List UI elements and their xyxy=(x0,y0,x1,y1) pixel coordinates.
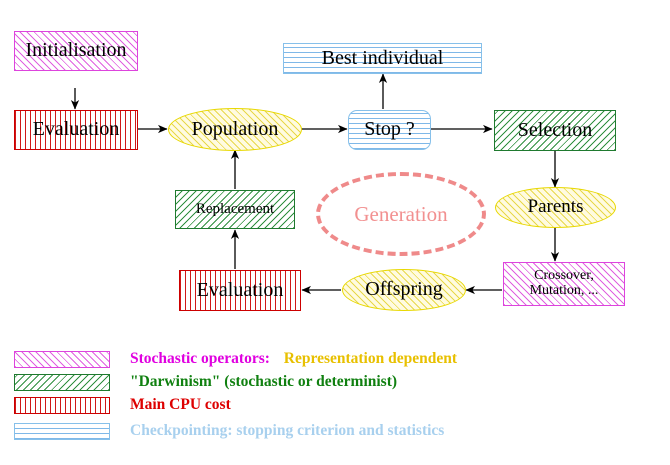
node-evaluation-top[interactable]: Evaluation xyxy=(14,110,138,150)
legend-row-checkpointing: Checkpointing: stopping criterion and st… xyxy=(14,422,444,440)
legend-row-main-cpu-cost: Main CPU cost xyxy=(14,396,231,414)
node-crossover-mutation[interactable]: Crossover, Mutation, ... xyxy=(503,262,625,306)
node-evaluation-top-label: Evaluation xyxy=(32,118,120,141)
node-selection[interactable]: Selection xyxy=(494,110,616,151)
legend-swatch-magenta-diagonal-hatch xyxy=(14,350,110,368)
legend-label-darwinism: "Darwinism" (stochastic or determinist) xyxy=(130,373,398,390)
node-population[interactable]: Population xyxy=(168,108,302,151)
node-initialisation-label: Initialisation xyxy=(25,39,127,62)
legend-swatch-red-vertical-hatch xyxy=(14,396,110,414)
node-evaluation-bottom-label: Evaluation xyxy=(196,278,284,301)
legend-label-stochastic-operators: Stochastic operators: xyxy=(130,350,270,367)
legend-label-main-cpu-cost: Main CPU cost xyxy=(130,396,231,413)
node-population-label: Population xyxy=(191,117,279,140)
legend-row-stochastic-operators: Stochastic operators: Representation dep… xyxy=(14,350,457,368)
node-selection-label: Selection xyxy=(517,118,593,141)
node-parents[interactable]: Parents xyxy=(495,187,616,228)
legend-swatch-green-diagonal-hatch xyxy=(14,373,110,391)
node-parents-label: Parents xyxy=(527,196,584,218)
node-evaluation-bottom[interactable]: Evaluation xyxy=(179,270,301,311)
node-offspring-label: Offspring xyxy=(365,278,443,301)
node-replacement[interactable]: Replacement xyxy=(175,190,295,229)
node-stop[interactable]: Stop ? xyxy=(348,110,431,150)
legend-swatch-blue-horizontal-hatch xyxy=(14,422,110,440)
legend-text-stochastic-operators: Stochastic operators: Representation dep… xyxy=(130,350,457,368)
node-crossover-mutation-label-line1: Crossover, xyxy=(534,268,594,284)
node-stop-label: Stop ? xyxy=(364,118,415,141)
node-best-individual[interactable]: Best individual xyxy=(283,43,482,74)
node-crossover-mutation-label-line2: Mutation, ... xyxy=(529,283,599,298)
legend-label-representation-dependent: Representation dependent xyxy=(283,350,458,367)
legend-row-darwinism: "Darwinism" (stochastic or determinist) xyxy=(14,373,397,391)
legend-label-checkpointing: Checkpointing: stopping criterion and st… xyxy=(130,422,445,439)
node-best-individual-label: Best individual xyxy=(321,46,444,69)
node-offspring[interactable]: Offspring xyxy=(342,269,466,311)
node-replacement-label: Replacement xyxy=(195,200,275,217)
annotation-generation-label: Generation xyxy=(354,201,448,226)
node-initialisation[interactable]: Initialisation xyxy=(14,31,138,71)
annotation-generation: Generation xyxy=(316,172,486,256)
